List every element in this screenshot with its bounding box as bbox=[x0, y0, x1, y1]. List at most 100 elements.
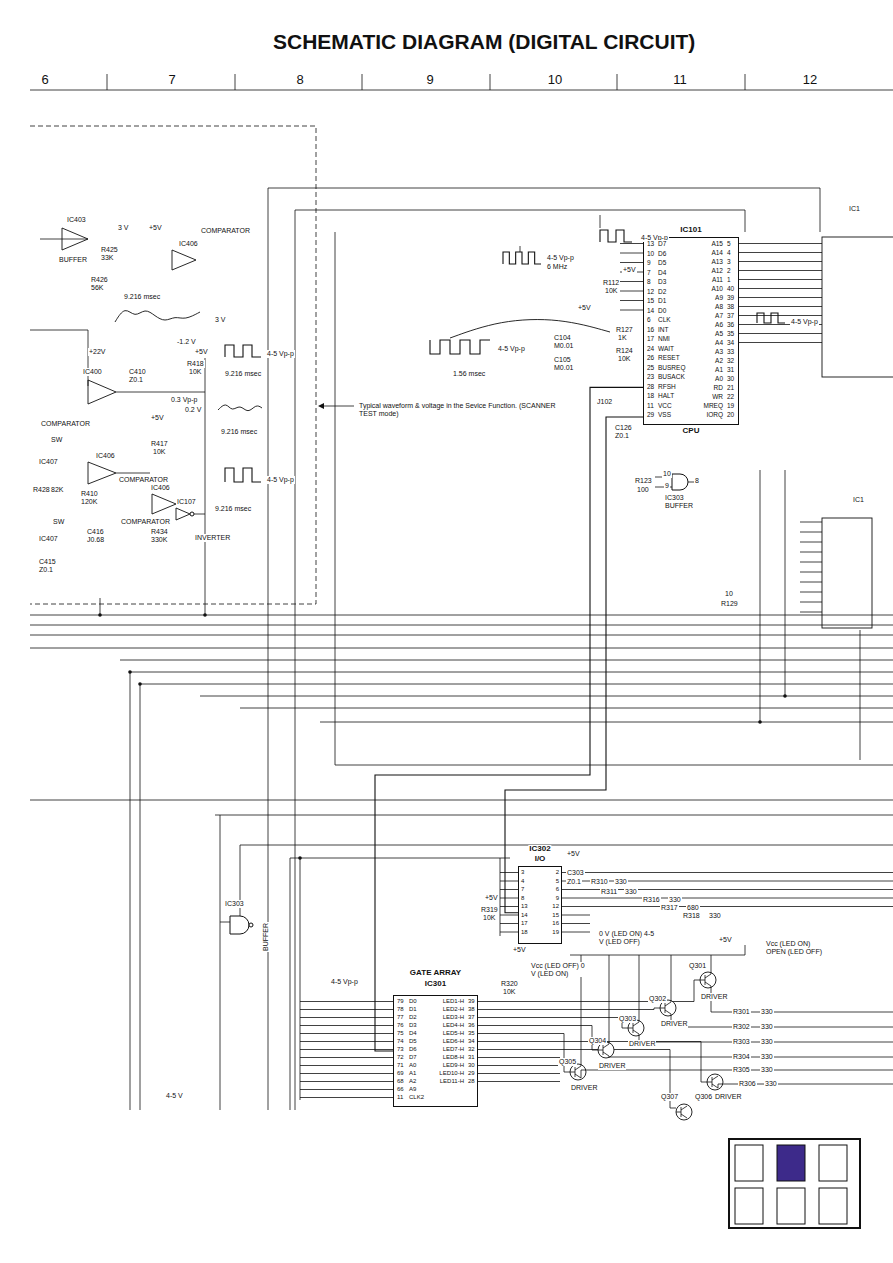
schematic-label: R306 bbox=[738, 1080, 757, 1088]
wire bbox=[739, 279, 822, 280]
schematic-label: VSS bbox=[657, 411, 672, 418]
wire bbox=[739, 243, 822, 244]
schematic-label: R311 bbox=[600, 888, 618, 896]
schematic-label: CLK2 bbox=[408, 1094, 425, 1101]
schematic-label: R304 bbox=[732, 1053, 751, 1061]
schematic-label: 7 bbox=[520, 886, 525, 893]
wire bbox=[300, 1001, 393, 1002]
transistor-symbol bbox=[676, 1104, 692, 1120]
schematic-label: 72 bbox=[396, 1054, 405, 1061]
schematic-label: 36 bbox=[726, 321, 735, 328]
wire bbox=[300, 1065, 393, 1066]
schematic-label: 3 bbox=[726, 258, 732, 265]
wire bbox=[800, 602, 822, 603]
schematic-label: 10K bbox=[152, 448, 166, 456]
schematic-label: R305 bbox=[732, 1066, 751, 1074]
schematic-label: A6 bbox=[714, 321, 724, 328]
inverter-bubble bbox=[190, 512, 194, 516]
schematic-label: 36 bbox=[467, 1022, 476, 1029]
wire bbox=[500, 932, 518, 933]
wire bbox=[220, 922, 230, 923]
schematic-label: +5V bbox=[622, 266, 637, 274]
schematic-label: 4-5 Vp-p bbox=[330, 978, 359, 986]
wire bbox=[739, 315, 822, 316]
transistor-symbol bbox=[712, 1076, 718, 1080]
wire bbox=[800, 542, 822, 543]
wire bbox=[620, 281, 643, 282]
schematic-label: 15 bbox=[646, 297, 655, 304]
schematic-label: 3 V bbox=[117, 224, 130, 232]
wire bbox=[745, 945, 746, 955]
schematic-label: 31 bbox=[726, 366, 735, 373]
waveform bbox=[225, 468, 261, 482]
schematic-label: 24 bbox=[646, 345, 655, 352]
wire bbox=[30, 648, 893, 649]
wire bbox=[205, 358, 206, 615]
schematic-label: BUFFER bbox=[262, 922, 270, 952]
wire bbox=[120, 660, 893, 661]
schematic-label: LED11-H bbox=[439, 1078, 465, 1085]
schematic-label: 37 bbox=[467, 1014, 476, 1021]
waveform bbox=[600, 230, 632, 242]
wire bbox=[130, 672, 893, 673]
waveform bbox=[757, 313, 785, 323]
schematic-label: 29 bbox=[646, 411, 655, 418]
schematic-label: 120K bbox=[80, 498, 98, 506]
schematic-label: DRIVER bbox=[660, 1020, 688, 1028]
schematic-label: 8 bbox=[646, 278, 652, 285]
transistor-symbol bbox=[628, 1028, 633, 1029]
schematic-label: +5V bbox=[150, 414, 165, 422]
schematic-label: Vcc (LED OFF) 0 V (LED ON) bbox=[530, 962, 586, 977]
wire bbox=[478, 1018, 628, 1029]
schematic-label: LED9-H bbox=[442, 1062, 465, 1069]
wire bbox=[200, 696, 893, 697]
schematic-label: 28 bbox=[646, 383, 655, 390]
schematic-label: 15 bbox=[551, 912, 560, 919]
schematic-label: 0.3 Vp-p bbox=[170, 396, 198, 404]
schematic-label: LED8-H bbox=[442, 1054, 465, 1061]
ic-label: IC302 bbox=[528, 845, 551, 854]
schematic-label: R426 bbox=[90, 276, 109, 284]
comparator-opamp bbox=[152, 494, 176, 514]
schematic-label: 330 bbox=[760, 1023, 774, 1031]
schematic-label: IC107 bbox=[176, 498, 197, 506]
schematic-label: 30 bbox=[467, 1062, 476, 1069]
schematic-label: 4-5 Vp-p bbox=[266, 350, 295, 358]
schematic-label: 12 bbox=[551, 903, 560, 910]
ruler-tick bbox=[490, 74, 491, 90]
wire bbox=[671, 955, 672, 1002]
schematic-label: R418 bbox=[186, 360, 205, 368]
schematic-label: 2 bbox=[726, 267, 732, 274]
transistor-symbol bbox=[681, 1106, 687, 1110]
schematic-label: 30 bbox=[726, 375, 735, 382]
schematic-label: 23 bbox=[646, 373, 655, 380]
schematic-label: 75 bbox=[396, 1030, 405, 1037]
schematic-label: DRIVER bbox=[598, 1062, 626, 1070]
schematic-label: D6 bbox=[657, 250, 667, 257]
transistor-symbol bbox=[705, 974, 711, 978]
page-locator-cell bbox=[777, 1145, 805, 1181]
schematic-label: 37 bbox=[726, 312, 735, 319]
schematic-label: R318 bbox=[682, 912, 701, 920]
schematic-label: Q301 bbox=[688, 962, 707, 970]
schematic-label: 35 bbox=[467, 1030, 476, 1037]
wire bbox=[500, 889, 518, 890]
comparator-opamp bbox=[88, 380, 116, 404]
arrowhead bbox=[318, 403, 324, 409]
dashed-region bbox=[30, 126, 316, 604]
gate-bubble bbox=[249, 923, 253, 927]
schematic-label: BUFFER bbox=[664, 502, 694, 510]
schematic-label: D0 bbox=[408, 998, 418, 1005]
schematic-label: D2 bbox=[657, 288, 667, 295]
ic-label: CPU bbox=[682, 427, 701, 436]
schematic-label: 10K bbox=[482, 914, 496, 922]
schematic-label: 8 bbox=[520, 895, 525, 902]
wire bbox=[478, 1057, 560, 1058]
wire bbox=[335, 232, 893, 765]
schematic-label: 73 bbox=[396, 1046, 405, 1053]
schematic-label: A15 bbox=[710, 240, 724, 247]
schematic-label: Z0.1 bbox=[38, 566, 54, 574]
schematic-label: 3 bbox=[520, 869, 525, 876]
schematic-label: 0.2 V bbox=[184, 406, 202, 414]
junction-dot bbox=[138, 682, 142, 686]
